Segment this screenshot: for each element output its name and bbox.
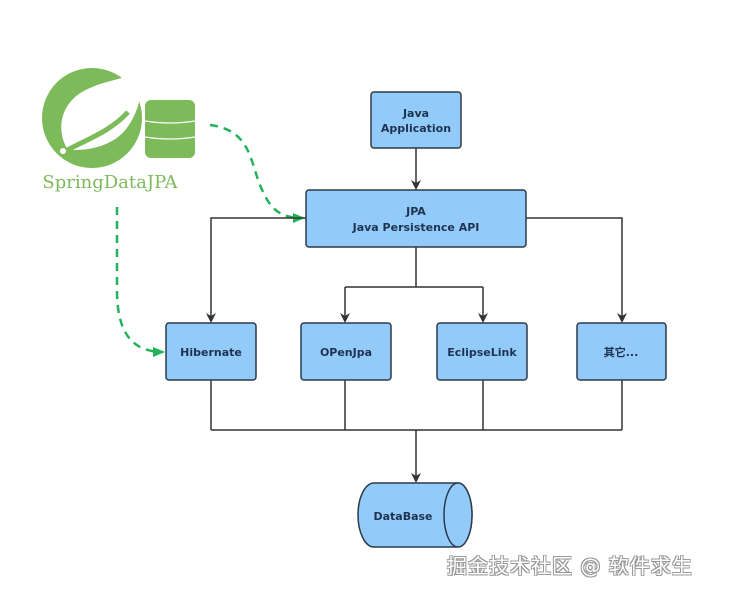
spring-data-jpa-logo: SpringDataJPA [42, 66, 196, 193]
dashed-arrow-to-jpa [209, 123, 305, 223]
database-label: DataBase [373, 510, 432, 523]
java-app-line1: Java [402, 107, 429, 120]
node-java-application: Java Application [370, 91, 462, 149]
node-eclipselink: EclipseLink [436, 322, 528, 381]
java-app-line2: Application [381, 122, 451, 135]
arrow-jpa-to-hibernate [206, 217, 306, 323]
logo-text: SpringDataJPA [42, 172, 178, 193]
node-jpa: JPA Java Persistence API [305, 189, 527, 248]
spring-leaf-icon [42, 66, 143, 168]
others-label: 其它... [604, 345, 639, 359]
jpa-line2: Java Persistence API [352, 221, 480, 234]
arrow-jpa-to-others [526, 217, 627, 323]
node-database: DataBase [357, 482, 473, 548]
watermark: 掘金技术社区 @ 软件求生 [447, 554, 693, 578]
eclipselink-label: EclipseLink [447, 346, 517, 359]
hibernate-label: Hibernate [180, 346, 242, 359]
database-icon [144, 100, 196, 158]
openjpa-label: OPenJpa [320, 346, 372, 359]
node-openjpa: OPenJpa [300, 322, 392, 381]
dashed-arrow-to-hibernate [115, 207, 165, 357]
node-others: 其它... [576, 322, 667, 381]
jpa-line1: JPA [405, 205, 426, 218]
node-hibernate: Hibernate [165, 322, 257, 381]
